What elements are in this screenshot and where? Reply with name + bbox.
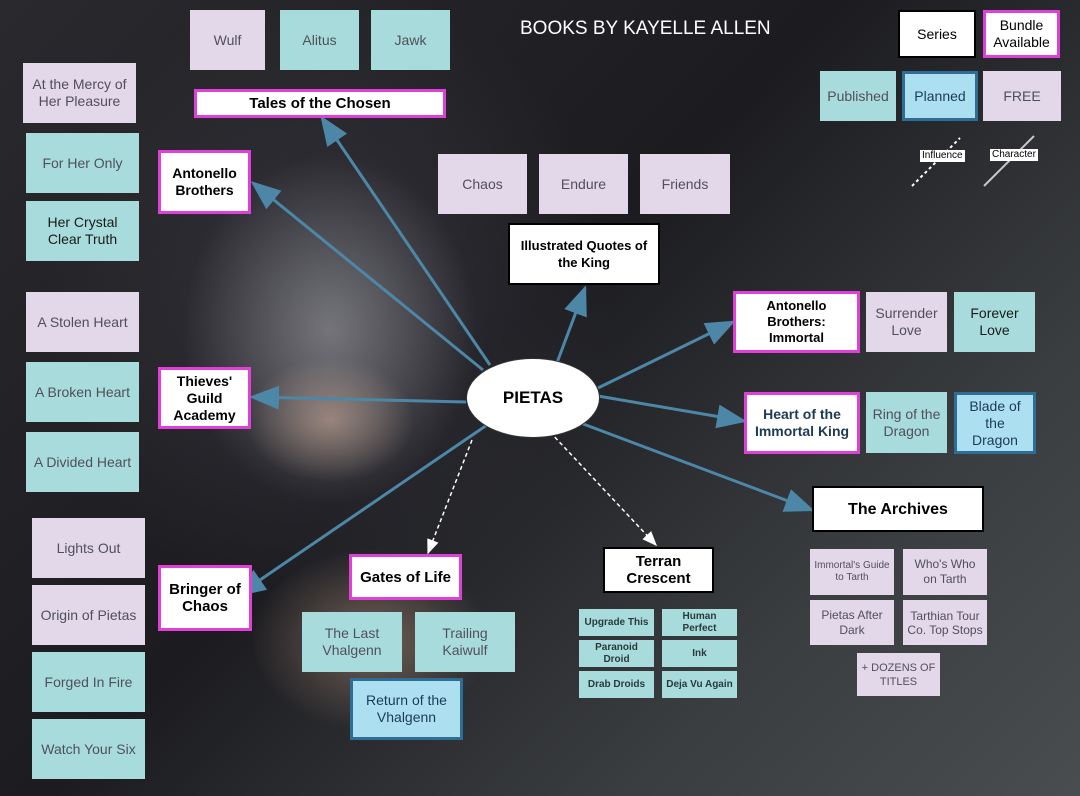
legend-bundle: Bundle Available: [983, 10, 1060, 58]
legend-character: Character: [990, 149, 1038, 161]
book-drab-droids: Drab Droids: [579, 671, 654, 698]
book-return-of-the-vhalgenn: Return of the Vhalgenn: [350, 678, 463, 740]
series-gates-of-life: Gates of Life: [349, 554, 462, 600]
book-forever-love: Forever Love: [954, 292, 1035, 352]
book-lights-out: Lights Out: [32, 518, 145, 578]
legend-influence: Influence: [920, 150, 965, 162]
book-surrender-love: Surrender Love: [866, 292, 947, 352]
series-terran-crescent: Terran Crescent: [603, 547, 714, 593]
book-upgrade-this: Upgrade This: [579, 609, 654, 636]
book-tarthian-tour: Tarthian Tour Co. Top Stops: [903, 600, 987, 645]
book-whos-who: Who's Who on Tarth: [903, 549, 987, 595]
book-deja-vu-again: Deja Vu Again: [662, 671, 737, 698]
center-node-pietas: PIETAS: [466, 358, 600, 438]
arrow-antonello: [250, 181, 484, 372]
book-the-last-vhalgenn: The Last Vhalgenn: [302, 612, 402, 672]
book-human-perfect: Human Perfect: [662, 609, 737, 636]
arrow-terran: [549, 431, 658, 547]
book-a-stolen-heart: A Stolen Heart: [26, 292, 139, 352]
book-trailing-kaiwulf: Trailing Kaiwulf: [415, 612, 515, 672]
book-ink: Ink: [662, 640, 737, 667]
book-immortals-guide: Immortal's Guide to Tarth: [810, 549, 894, 595]
arrow-thieves: [249, 385, 467, 410]
series-bringer-of-chaos: Bringer of Chaos: [158, 565, 252, 631]
book-origin-of-pietas: Origin of Pietas: [32, 585, 145, 645]
book-dozens-of-titles: + DOZENS OF TITLES: [857, 653, 940, 696]
series-the-archives: The Archives: [812, 486, 984, 532]
book-friends: Friends: [640, 154, 730, 214]
book-endure: Endure: [539, 154, 628, 214]
legend-series: Series: [898, 10, 976, 58]
book-a-broken-heart: A Broken Heart: [26, 362, 139, 422]
book-jawk: Jawk: [371, 10, 450, 70]
book-paranoid-droid: Paranoid Droid: [579, 640, 654, 667]
series-antonello-brothers: Antonello Brothers: [158, 150, 251, 214]
series-thieves-guild-academy: Thieves' Guild Academy: [158, 367, 251, 429]
legend-planned: Planned: [902, 71, 978, 121]
series-antonello-brothers-immortal: Antonello Brothers: Immortal: [733, 291, 860, 353]
arrow-tales: [320, 115, 492, 366]
arrow-archives: [577, 420, 815, 512]
book-at-the-mercy: At the Mercy of Her Pleasure: [23, 63, 136, 123]
book-watch-your-six: Watch Your Six: [32, 719, 145, 779]
series-illustrated-quotes: Illustrated Quotes of the King: [508, 223, 660, 285]
arrow-gates: [427, 439, 473, 555]
arrow-bringer: [235, 423, 488, 597]
legend-published: Published: [820, 71, 896, 121]
legend-influence-line: [911, 137, 961, 187]
book-alitus: Alitus: [280, 10, 359, 70]
book-her-crystal-clear-truth: Her Crystal Clear Truth: [26, 201, 139, 261]
arrow-antonello-immortal: [597, 320, 736, 390]
book-a-divided-heart: A Divided Heart: [26, 432, 139, 492]
arrow-illustrated: [553, 285, 587, 369]
book-pietas-after-dark: Pietas After Dark: [810, 600, 894, 645]
series-heart-of-the-immortal-king: Heart of the Immortal King: [744, 392, 860, 454]
series-tales-of-the-chosen: Tales of the Chosen: [194, 89, 446, 118]
book-forged-in-fire: Forged In Fire: [32, 652, 145, 712]
legend-character-line: [983, 135, 1035, 187]
arrow-heart-immortal: [597, 394, 747, 429]
book-ring-of-the-dragon: Ring of the Dragon: [866, 392, 947, 453]
book-wulf: Wulf: [190, 10, 265, 70]
page-title: BOOKS BY KAYELLE ALLEN: [520, 18, 771, 39]
book-chaos: Chaos: [438, 154, 527, 214]
book-blade-of-the-dragon: Blade of the Dragon: [954, 392, 1036, 454]
book-for-her-only: For Her Only: [26, 133, 139, 193]
legend-free: FREE: [983, 71, 1061, 121]
